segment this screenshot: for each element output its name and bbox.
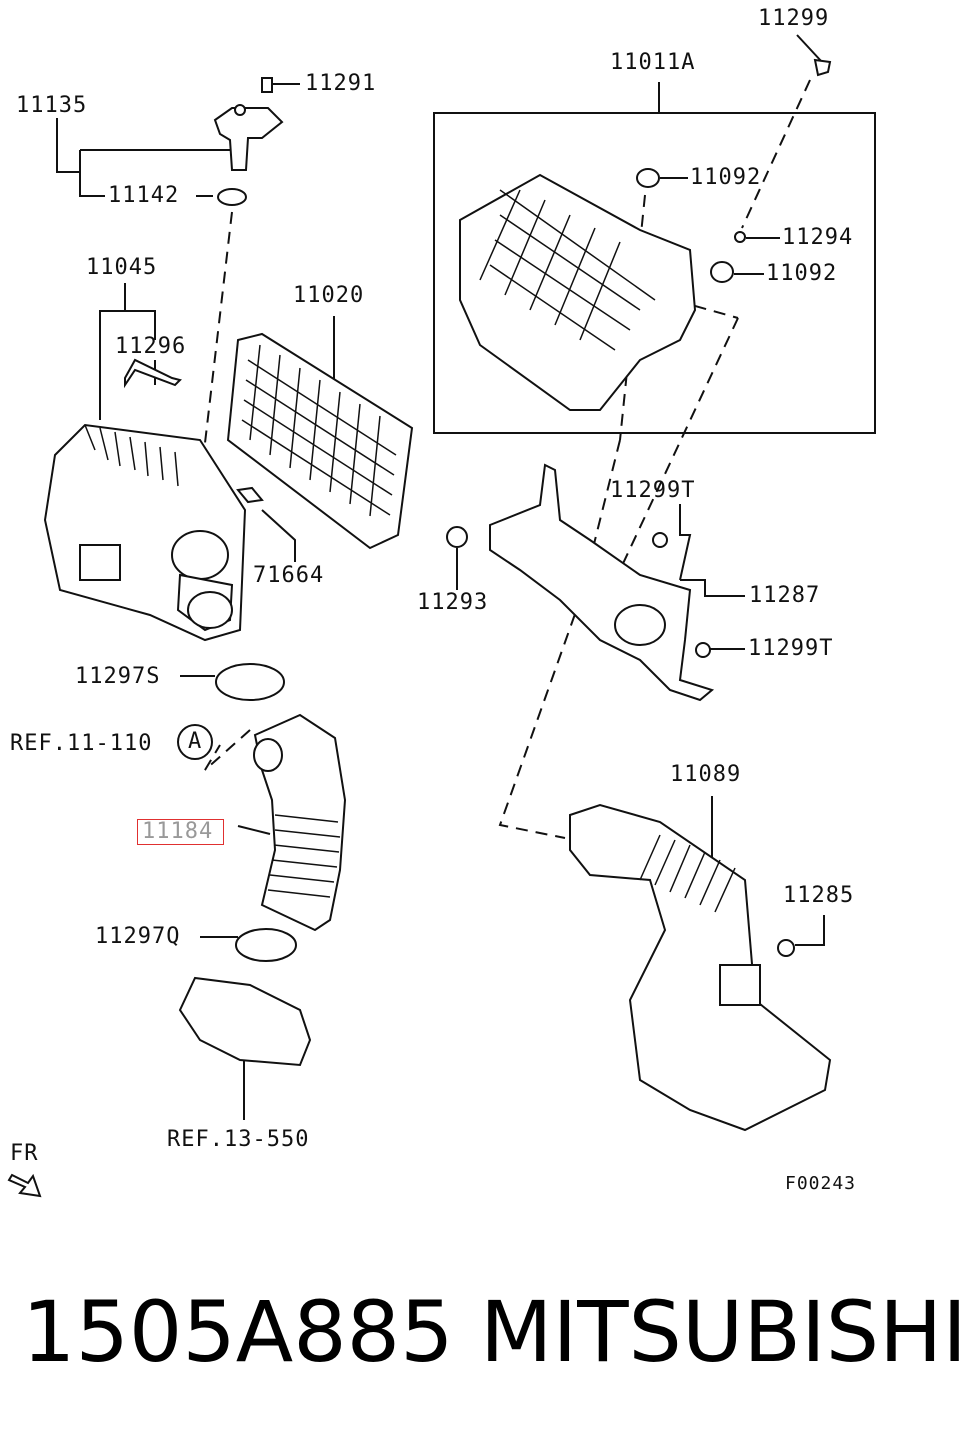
label-71664: 71664 <box>253 563 325 588</box>
label-fr: FR <box>10 1141 39 1166</box>
clamp-11297Q <box>235 928 297 962</box>
label-11296: 11296 <box>115 334 187 359</box>
part-number: 1505A885 <box>22 1283 454 1381</box>
brand-name: MITSUBISHI <box>480 1283 960 1381</box>
airflow-sensor-11135 <box>213 77 284 206</box>
label-11297S: 11297S <box>75 664 161 689</box>
label-11020: 11020 <box>293 283 365 308</box>
intake-hose-11184 <box>253 713 347 932</box>
dashed-guides <box>195 79 811 839</box>
label-11291: 11291 <box>305 71 377 96</box>
label-11011A: 11011A <box>610 50 696 75</box>
label-ref-11-110: REF.11-110 <box>10 731 153 756</box>
throttle-body-ref-13-550 <box>178 976 312 1067</box>
clamp-11297S <box>215 663 285 701</box>
label-11142: 11142 <box>108 183 180 208</box>
label-11285: 11285 <box>783 883 855 908</box>
label-11092-lower: 11092 <box>766 261 838 286</box>
label-11287: 11287 <box>749 583 821 608</box>
label-11294: 11294 <box>782 225 854 250</box>
label-11135: 11135 <box>16 93 88 118</box>
label-11092-upper: 11092 <box>690 165 762 190</box>
label-11297Q: 11297Q <box>95 924 181 949</box>
air-cleaner-upper-case-11045 <box>43 358 264 642</box>
figure-code: F00243 <box>785 1173 857 1194</box>
label-11299T-top: 11299T <box>610 478 696 503</box>
label-11299T-bottom: 11299T <box>748 636 834 661</box>
callout-a-circle <box>177 724 213 760</box>
callout-a-letter: A <box>188 729 203 754</box>
label-11299: 11299 <box>758 6 830 31</box>
assembly-box-11011A <box>433 112 876 434</box>
air-filter-11020 <box>226 332 414 550</box>
front-arrow-icon <box>7 1173 42 1198</box>
label-11293: 11293 <box>417 590 489 615</box>
label-11045: 11045 <box>86 255 158 280</box>
label-ref-13-550: REF.13-550 <box>167 1127 310 1152</box>
label-11089: 11089 <box>670 762 742 787</box>
label-11184-highlighted: 11184 <box>136 819 225 845</box>
air-cleaner-lower-case-11011A <box>459 58 832 411</box>
clamps <box>215 663 297 962</box>
air-duct-11089 <box>569 803 832 1132</box>
bracket-11287 <box>446 463 715 702</box>
